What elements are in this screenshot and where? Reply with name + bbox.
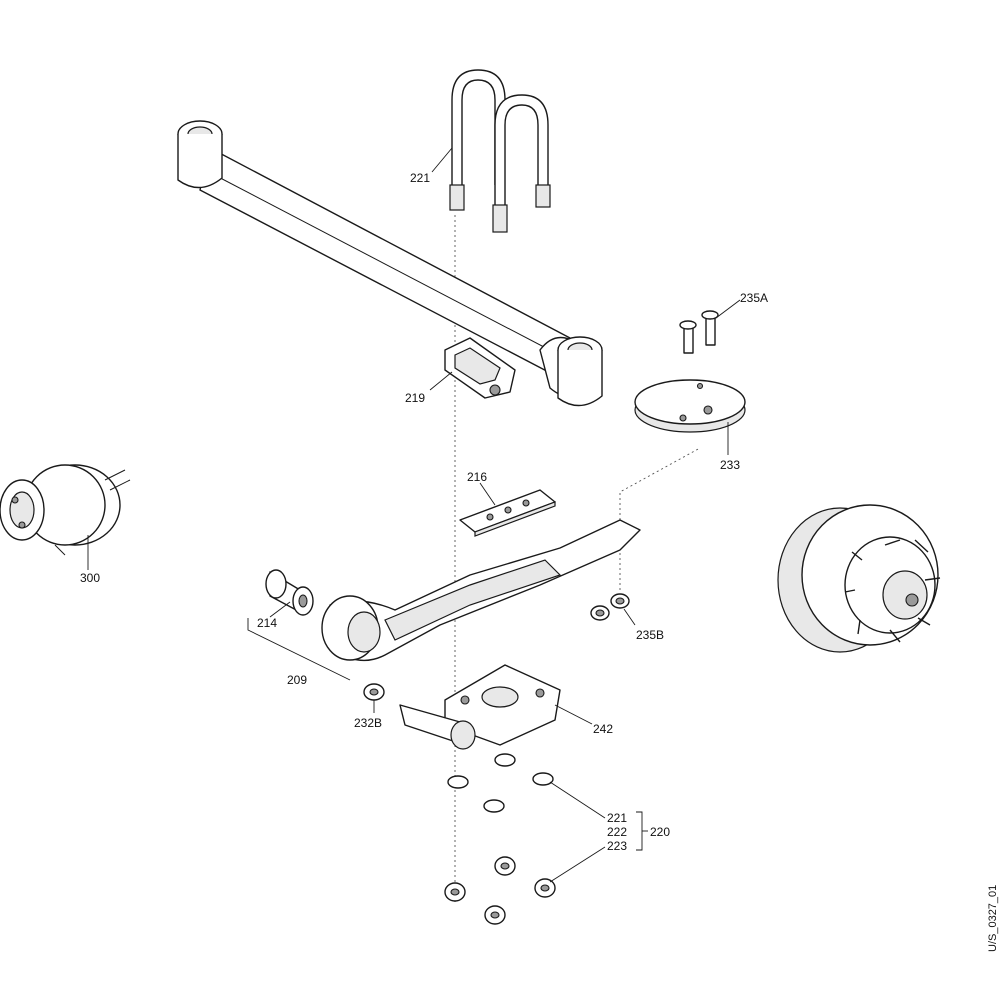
callout-209: 209 [287, 673, 307, 687]
callout-220: 220 [650, 825, 670, 839]
callout-labels: 221 235A 219 233 216 300 214 209 235B 23… [80, 171, 768, 853]
assembly-axes [454, 215, 701, 905]
callout-222: 222 [607, 825, 627, 839]
shim-plate [459, 489, 556, 537]
round-cover-plate [634, 379, 746, 433]
callout-219: 219 [405, 391, 425, 405]
callout-300: 300 [80, 571, 100, 585]
callout-235A: 235A [740, 291, 768, 305]
nuts-235B [590, 593, 630, 621]
nut-232B [363, 683, 385, 701]
leader-lines [87, 147, 741, 883]
flat-head-bolts [679, 310, 719, 354]
brake-drum-hub [777, 504, 941, 653]
callout-242: 242 [593, 722, 613, 736]
bottom-plate-with-pin [399, 664, 561, 750]
axis-to-plate [619, 447, 701, 590]
u-bolts [449, 69, 551, 233]
wheel-studs [844, 539, 941, 643]
callout-221-kit: 221 [607, 811, 627, 825]
axle-tube [177, 120, 603, 407]
washers [447, 753, 554, 813]
callout-233: 233 [720, 458, 740, 472]
callout-216: 216 [467, 470, 487, 484]
callout-232B: 232B [354, 716, 382, 730]
callout-214: 214 [257, 616, 277, 630]
axle-seat-bracket [444, 337, 516, 399]
nuts-bottom [444, 856, 556, 925]
trailing-arm [321, 519, 641, 662]
group-bracket-209 [247, 618, 351, 681]
callout-221-top: 221 [410, 171, 430, 185]
callout-235B: 235B [636, 628, 664, 642]
brake-chamber [0, 464, 131, 556]
bushing [265, 569, 314, 616]
drawing-id: U/S_0327_01 [987, 885, 999, 952]
callout-223: 223 [607, 839, 627, 853]
